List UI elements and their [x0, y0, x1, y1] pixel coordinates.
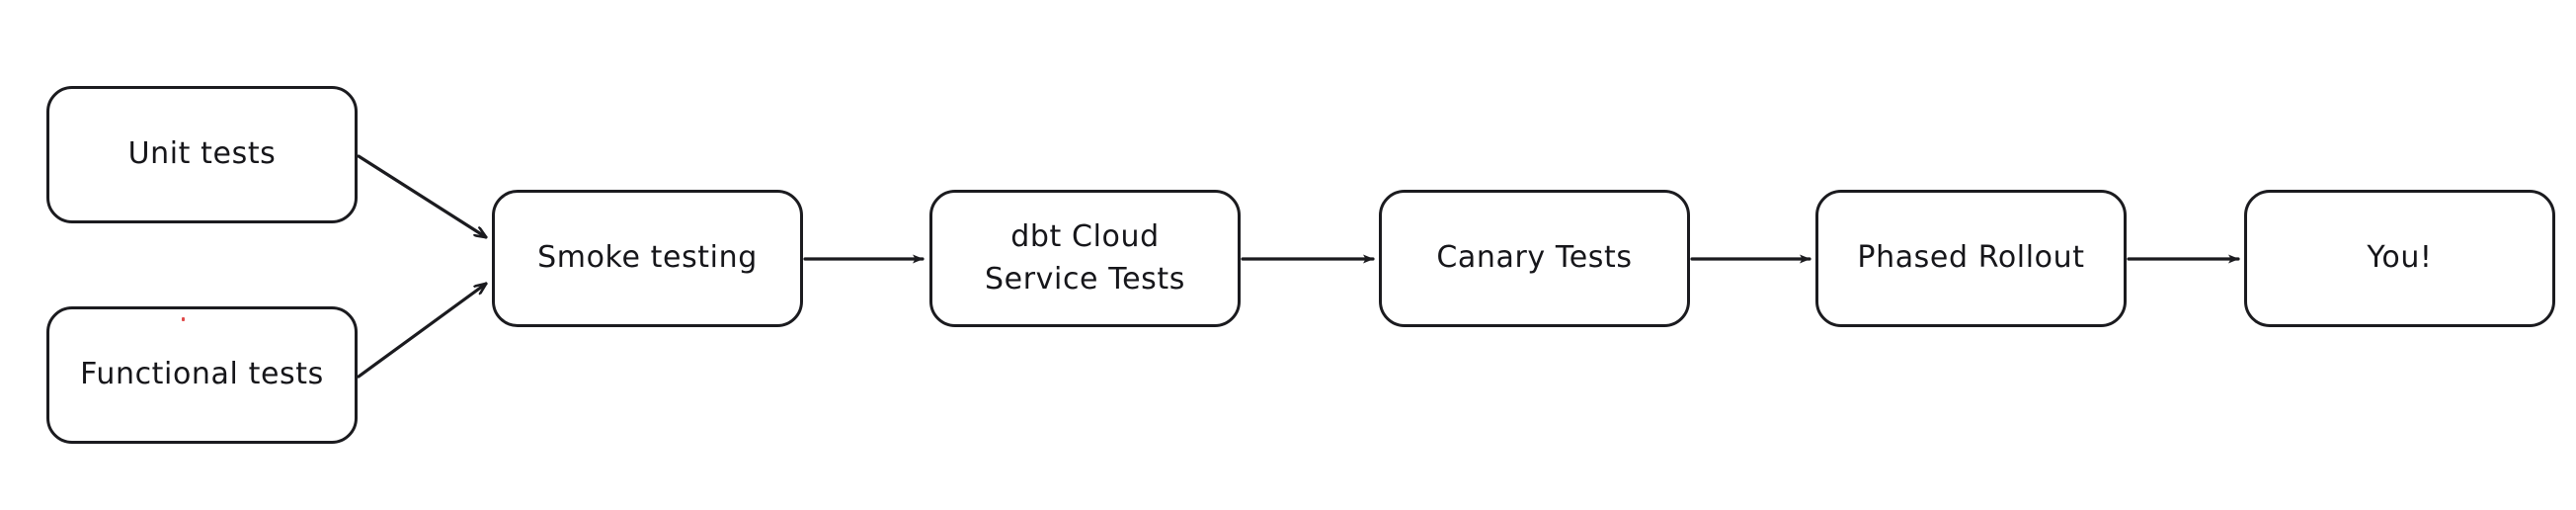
node-functional-tests[interactable]: Functional tests — [46, 306, 358, 444]
node-canary-tests-label: Canary Tests — [1436, 240, 1633, 276]
node-functional-tests-label: Functional tests — [80, 357, 324, 392]
node-phased-rollout-label: Phased Rollout — [1857, 240, 2085, 276]
node-dbt-cloud-service-tests[interactable]: dbt Cloud Service Tests — [929, 190, 1241, 327]
node-phased-rollout[interactable]: Phased Rollout — [1815, 190, 2127, 327]
edge-functional-tests-to-smoke-testing — [357, 282, 486, 379]
red-speck-artifact — [182, 317, 185, 321]
node-smoke-testing[interactable]: Smoke testing — [492, 190, 803, 327]
node-smoke-testing-label: Smoke testing — [537, 240, 758, 276]
node-canary-tests[interactable]: Canary Tests — [1379, 190, 1690, 327]
edge-unit-tests-to-smoke-testing — [357, 154, 486, 239]
node-you-label: You! — [2367, 240, 2433, 276]
node-unit-tests[interactable]: Unit tests — [46, 86, 358, 223]
node-unit-tests-label: Unit tests — [127, 136, 277, 172]
node-dbt-cloud-service-tests-label: dbt Cloud Service Tests — [985, 218, 1185, 297]
node-you[interactable]: You! — [2244, 190, 2555, 327]
